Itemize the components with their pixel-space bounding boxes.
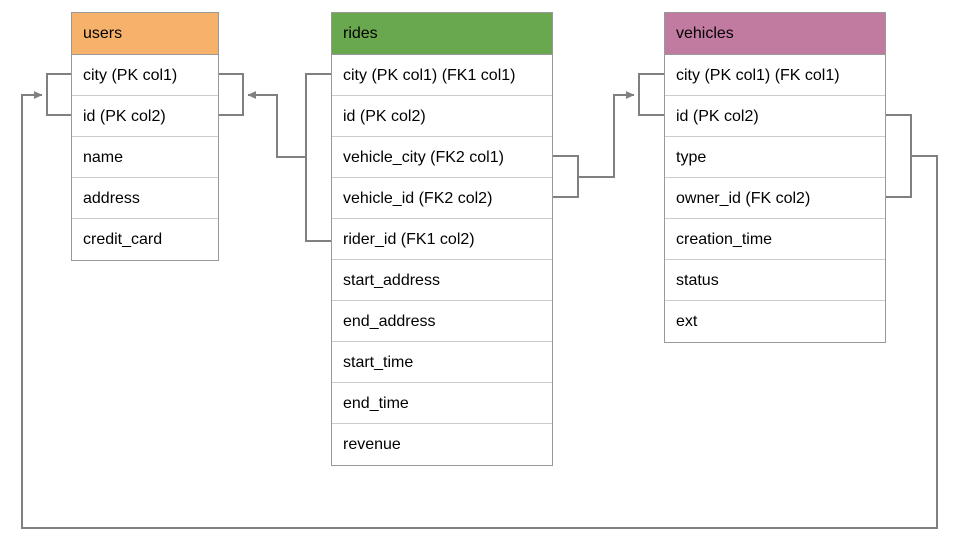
bracket-vehicles-left [638,73,664,116]
bracket-rides-left [305,73,331,242]
table-rides-row-vehicle-city[interactable]: vehicle_city (FK2 col1) [332,137,552,178]
edge-rides-rider-to-users [219,73,331,242]
table-vehicles-row-id[interactable]: id (PK col2) [665,96,885,137]
table-rides-row-city[interactable]: city (PK col1) (FK1 col1) [332,55,552,96]
table-vehicles-header: vehicles [665,13,885,55]
table-users-row-id[interactable]: id (PK col2) [72,96,218,137]
table-users-row-credit-card[interactable]: credit_card [83,231,163,248]
table-rides-row-rider-id[interactable]: rider_id (FK1 col2) [332,219,552,260]
arrow-rides-to-users [247,91,306,158]
table-users[interactable]: users city (PK col1) id (PK col2) name a… [71,12,219,261]
table-rides-row-end-time[interactable]: end_time [332,383,552,424]
table-vehicles[interactable]: vehicles city (PK col1) (FK col1) id (PK… [664,12,886,343]
table-vehicles-row-city[interactable]: city (PK col1) (FK col1) [665,55,885,96]
bracket-rides-right [553,155,579,198]
table-users-row-name[interactable]: name [72,137,218,178]
bracket-users-left [46,73,71,116]
table-users-row-city[interactable]: city (PK col1) [72,55,218,96]
table-vehicles-row-creation-time[interactable]: creation_time [665,219,885,260]
edge-rides-vehicle-to-vehicles [553,73,664,198]
table-rides-header: rides [332,13,552,55]
table-rides-row-vehicle-id[interactable]: vehicle_id (FK2 col2) [332,178,552,219]
table-vehicles-row-ext[interactable]: ext [676,313,698,330]
table-vehicles-row-owner-id[interactable]: owner_id (FK col2) [665,178,885,219]
arrow-rides-to-vehicles [578,91,635,178]
table-rides-row-start-address[interactable]: start_address [332,260,552,301]
table-rides[interactable]: rides city (PK col1) (FK1 col1) id (PK c… [331,12,553,466]
table-rides-row-revenue[interactable]: revenue [343,436,401,453]
table-vehicles-row-type[interactable]: type [665,137,885,178]
table-vehicles-row-status[interactable]: status [665,260,885,301]
table-users-header: users [72,13,218,55]
bracket-users-right [219,73,244,116]
bracket-vehicles-right [886,114,912,198]
table-rides-row-end-address[interactable]: end_address [332,301,552,342]
table-rides-row-id[interactable]: id (PK col2) [332,96,552,137]
table-rides-row-start-time[interactable]: start_time [332,342,552,383]
table-users-row-address[interactable]: address [72,178,218,219]
